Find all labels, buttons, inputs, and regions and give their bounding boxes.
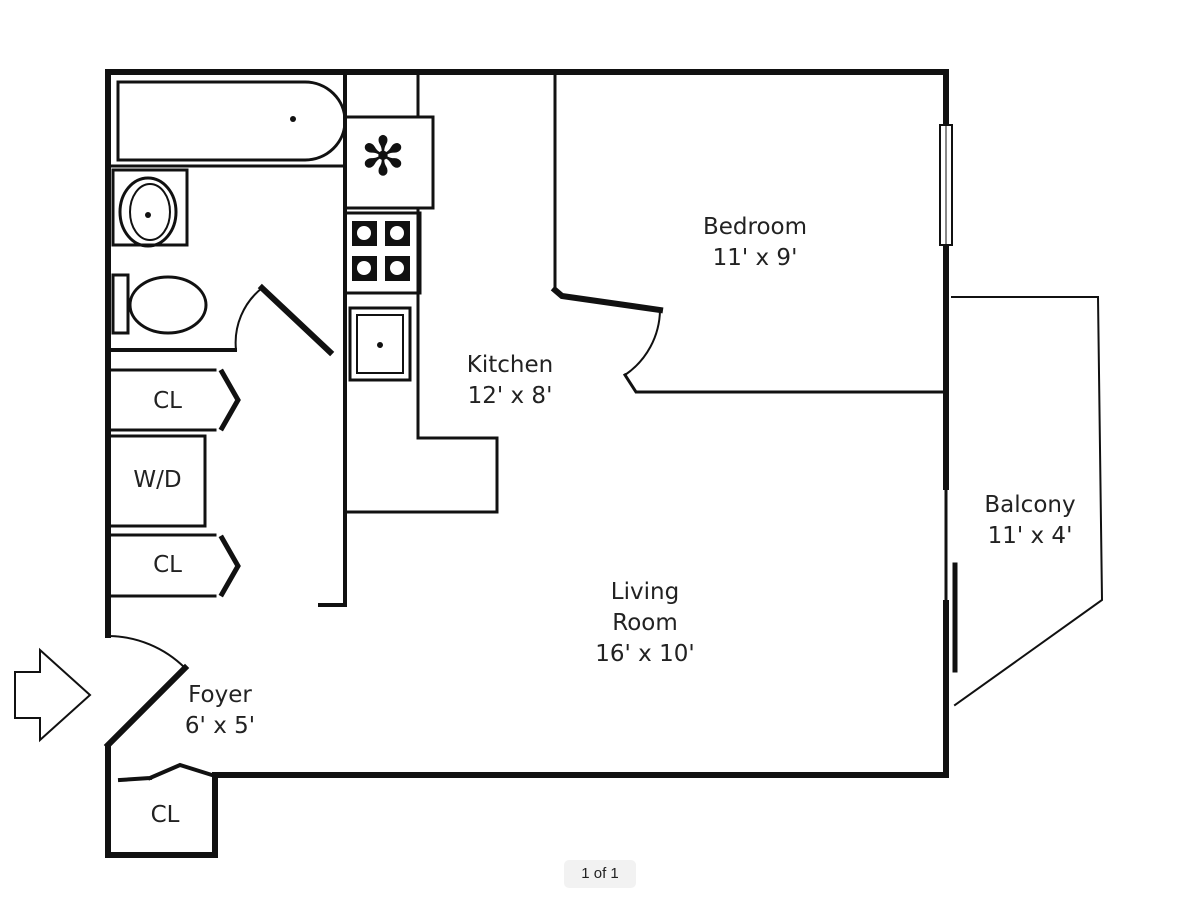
entry-arrow-icon	[14, 647, 92, 743]
room-name: Kitchen	[466, 352, 554, 378]
living-room-label: Living Room 16' x 10'	[560, 577, 730, 670]
room-name: Living	[610, 579, 680, 605]
closet-label: CL	[153, 552, 182, 578]
outer-walls	[105, 69, 949, 858]
room-size: 12' x 8'	[467, 383, 553, 409]
kitchen-label: Kitchen 12' x 8'	[430, 350, 590, 412]
bathroom-sink	[111, 168, 189, 248]
kitchen-sink	[348, 306, 412, 382]
bathroom-door	[234, 283, 335, 357]
balcony-label: Balcony 11' x 4'	[955, 490, 1105, 552]
room-name: Foyer	[188, 682, 252, 708]
room-name: Bedroom	[702, 214, 808, 240]
foyer-label: Foyer 6' x 5'	[160, 680, 280, 742]
room-size: 11' x 9'	[712, 245, 798, 271]
closets	[106, 368, 241, 598]
balcony-outline	[942, 296, 1104, 707]
bedroom-label: Bedroom 11' x 9'	[660, 212, 850, 274]
washer-dryer-label: W/D	[133, 467, 182, 493]
refrigerator: ✻	[343, 115, 435, 210]
page-indicator: 1 of 1	[564, 860, 636, 888]
closet-door	[117, 762, 215, 783]
room-name: Balcony	[984, 492, 1076, 518]
bedroom-door	[622, 308, 948, 394]
closet-label: CL	[153, 388, 182, 414]
bathtub	[116, 80, 347, 162]
toilet	[111, 273, 208, 335]
room-size: 11' x 4'	[987, 523, 1073, 549]
closet-label: CL	[150, 802, 180, 828]
svg-text:✻: ✻	[360, 125, 405, 188]
room-name: Room	[612, 610, 678, 636]
entry-door	[103, 634, 190, 750]
window	[939, 124, 953, 246]
room-size: 16' x 10'	[595, 641, 695, 667]
stove	[343, 211, 422, 295]
room-size: 6' x 5'	[184, 713, 256, 739]
